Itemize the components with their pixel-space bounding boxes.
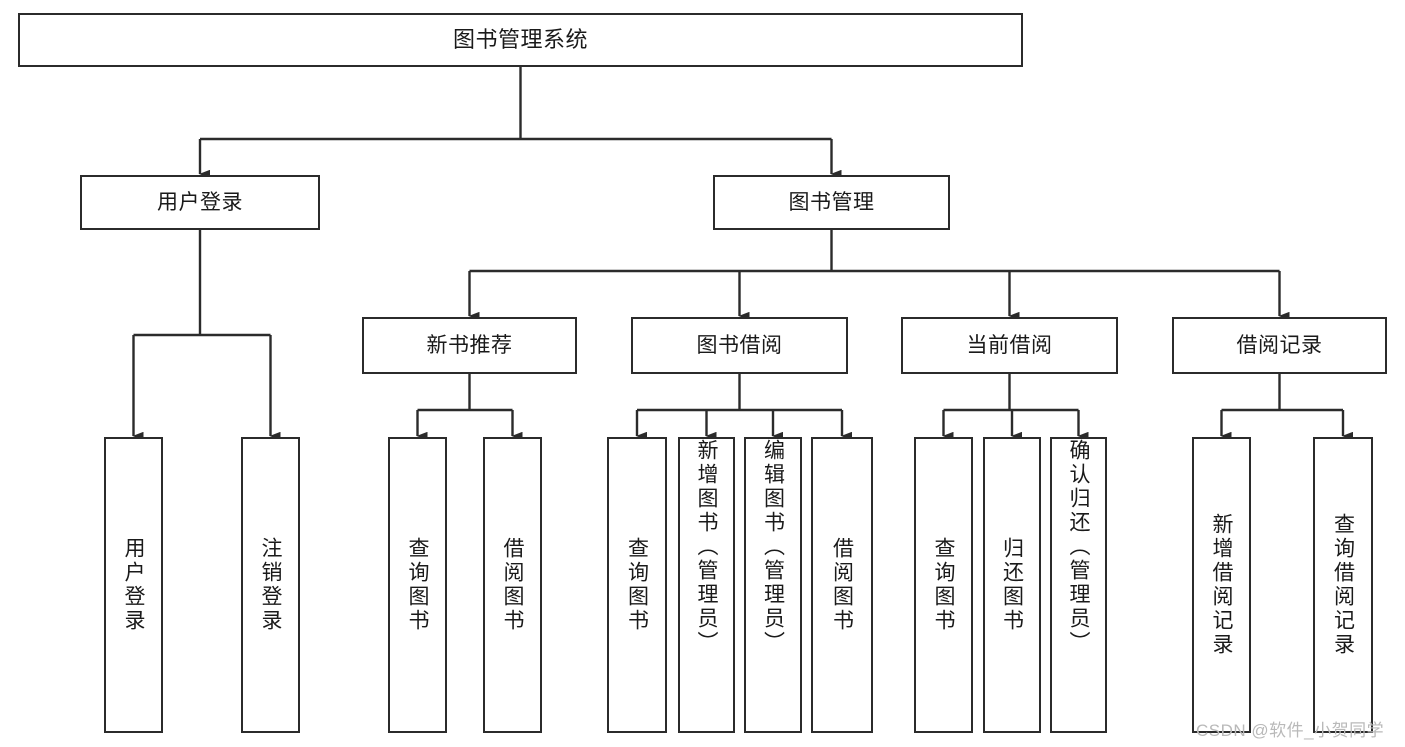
node-l3-queryrec[interactable]: 查询借阅记录	[1313, 437, 1373, 733]
node-l1-book[interactable]: 图书管理	[713, 175, 950, 230]
node-label: 用户登录	[157, 190, 243, 214]
node-root[interactable]: 图书管理系统	[18, 13, 1023, 67]
node-label: 查询图书	[625, 537, 649, 633]
node-label: 编辑图书（管理员）	[761, 439, 785, 655]
node-l3-confirm[interactable]: 确认归还（管理员）	[1050, 437, 1107, 733]
node-l3-queryb1[interactable]: 查询图书	[388, 437, 447, 733]
node-label: 新书推荐	[426, 333, 513, 357]
node-label: 确认归还（管理员）	[1067, 439, 1090, 655]
node-label: 借阅图书	[501, 537, 524, 633]
node-label: 用户登录	[122, 537, 145, 633]
node-label: 查询借阅记录	[1331, 513, 1355, 657]
node-l2-borrow[interactable]: 图书借阅	[631, 317, 848, 374]
node-l3-addrec[interactable]: 新增借阅记录	[1192, 437, 1251, 733]
node-l2-record[interactable]: 借阅记录	[1172, 317, 1387, 374]
node-l2-current[interactable]: 当前借阅	[901, 317, 1118, 374]
node-l1-login[interactable]: 用户登录	[80, 175, 320, 230]
node-l3-userlogin[interactable]: 用户登录	[104, 437, 163, 733]
node-label: 图书管理	[788, 190, 875, 214]
node-label: 新增借阅记录	[1210, 513, 1233, 657]
node-label: 图书借阅	[696, 333, 783, 357]
watermark-label: CSDN @软件_小贺同学	[1196, 721, 1385, 740]
node-l3-queryb3[interactable]: 查询图书	[914, 437, 973, 733]
node-label: 新增图书（管理员）	[695, 439, 718, 655]
node-l3-addbook[interactable]: 新增图书（管理员）	[678, 437, 735, 733]
node-label: 图书管理系统	[452, 26, 588, 52]
node-l2-newbook[interactable]: 新书推荐	[362, 317, 577, 374]
node-label: 借阅图书	[830, 537, 854, 633]
node-l3-borrowb2[interactable]: 借阅图书	[811, 437, 873, 733]
node-l3-borrowb1[interactable]: 借阅图书	[483, 437, 542, 733]
node-l3-logout[interactable]: 注销登录	[241, 437, 300, 733]
node-label: 归还图书	[1000, 537, 1024, 633]
node-label: 注销登录	[259, 537, 282, 633]
node-label: 当前借阅	[966, 333, 1053, 357]
node-label: 查询图书	[932, 537, 955, 633]
node-l3-returnbook[interactable]: 归还图书	[983, 437, 1041, 733]
node-label: 查询图书	[406, 537, 429, 633]
edge-group	[132, 67, 1353, 441]
node-l3-queryb2[interactable]: 查询图书	[607, 437, 667, 733]
node-l3-editbook[interactable]: 编辑图书（管理员）	[744, 437, 802, 733]
node-label: 借阅记录	[1236, 333, 1323, 357]
